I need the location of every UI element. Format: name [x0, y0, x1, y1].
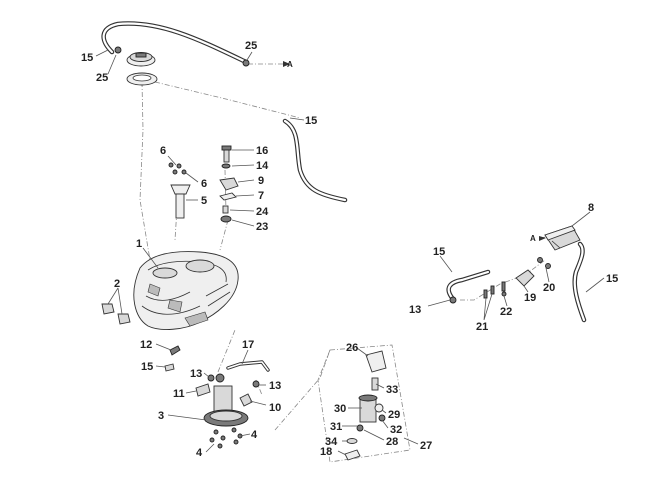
callout-15-top: 15 — [81, 52, 93, 64]
fuel-pump-3 — [203, 373, 249, 427]
callout-9: 9 — [258, 175, 264, 187]
callout-13-b: 13 — [269, 380, 281, 392]
callout-34: 34 — [325, 436, 338, 448]
screws-20 — [537, 257, 551, 269]
callout-26: 26 — [346, 342, 358, 354]
arrow-a-top-icon — [283, 61, 290, 67]
screws-6 — [168, 162, 187, 175]
fuel-tank — [133, 251, 239, 330]
callout-13-right: 13 — [409, 304, 421, 316]
fuel-cap — [126, 52, 156, 67]
callout-22: 22 — [500, 306, 512, 318]
clip-13-right — [252, 380, 260, 388]
connector-10 — [239, 393, 253, 407]
callout-1: 1 — [136, 238, 142, 250]
arrow-label-a-right: A — [530, 234, 536, 243]
bracket-19 — [515, 269, 535, 287]
callout-18: 18 — [320, 446, 332, 458]
fuel-pipe-17 — [226, 360, 270, 372]
grommets-2 — [101, 303, 131, 325]
clip-13-left — [207, 374, 215, 382]
callout-6-a: 6 — [160, 145, 166, 157]
hose-piece-15 — [164, 363, 175, 372]
callout-32: 32 — [390, 424, 402, 436]
callout-14: 14 — [256, 160, 269, 172]
vent-hose-middle — [282, 118, 348, 203]
callout-15-right: 15 — [606, 273, 618, 285]
callout-30: 30 — [334, 403, 346, 415]
callout-17: 17 — [242, 339, 254, 351]
hose-clip-right — [242, 59, 250, 67]
fuel-level-sender-5 — [170, 184, 191, 219]
washer-14 — [221, 163, 231, 169]
charcoal-canister-8 — [544, 225, 581, 251]
callout-11: 11 — [173, 388, 185, 400]
callout-25-left: 25 — [96, 72, 108, 84]
callout-16: 16 — [256, 145, 268, 157]
callout-24: 24 — [256, 206, 269, 218]
callout-4-a: 4 — [251, 429, 258, 441]
callout-12: 12 — [140, 339, 152, 351]
hose-clip-left — [114, 46, 122, 54]
nut-23 — [220, 215, 232, 223]
callout-31: 31 — [330, 421, 342, 433]
callout-8: 8 — [588, 202, 594, 214]
callout-10: 10 — [269, 402, 281, 414]
arrow-a-right-icon — [539, 236, 546, 241]
hose-15-right-left — [446, 269, 491, 302]
callout-4-b: 4 — [196, 447, 203, 459]
arrow-label-a-top: A — [287, 60, 293, 69]
bracket-9 — [219, 177, 239, 191]
callout-21: 21 — [476, 321, 488, 333]
callout-7: 7 — [258, 190, 264, 202]
screws-4 — [209, 427, 243, 449]
callout-13-a: 13 — [190, 368, 202, 380]
bolt-16 — [221, 145, 232, 163]
callout-23: 23 — [256, 221, 268, 233]
hose-15-right-top — [572, 241, 587, 323]
callout-3: 3 — [158, 410, 164, 422]
screws-22 — [501, 281, 507, 297]
callout-25-top: 25 — [245, 40, 257, 52]
spacer-24 — [222, 205, 229, 214]
bolts-21 — [483, 285, 495, 299]
callout-labels: 15 25 25 A 15 6 6 5 16 14 9 7 24 23 1 2 … — [81, 40, 618, 459]
callout-2: 2 — [114, 278, 120, 290]
callout-15-mid: 15 — [305, 115, 317, 127]
callout-5: 5 — [201, 195, 207, 207]
callout-27: 27 — [420, 440, 432, 452]
callout-15-low: 15 — [141, 361, 153, 373]
callout-15-right-left: 15 — [433, 246, 445, 258]
hose-clip-13-right — [449, 296, 457, 304]
connector-11 — [195, 383, 211, 397]
vent-hose-top — [101, 21, 290, 67]
callout-20: 20 — [543, 282, 555, 294]
plate-7 — [219, 192, 237, 201]
pump-kit-27-outline — [317, 344, 411, 463]
leader-lines — [95, 49, 605, 456]
callout-6-b: 6 — [201, 178, 207, 190]
filler-ring — [126, 72, 158, 86]
callout-33: 33 — [386, 384, 398, 396]
callout-19: 19 — [524, 292, 536, 304]
callout-29: 29 — [388, 409, 400, 421]
pump-internals — [344, 350, 387, 461]
screw-12 — [169, 345, 181, 356]
callout-28: 28 — [386, 436, 398, 448]
